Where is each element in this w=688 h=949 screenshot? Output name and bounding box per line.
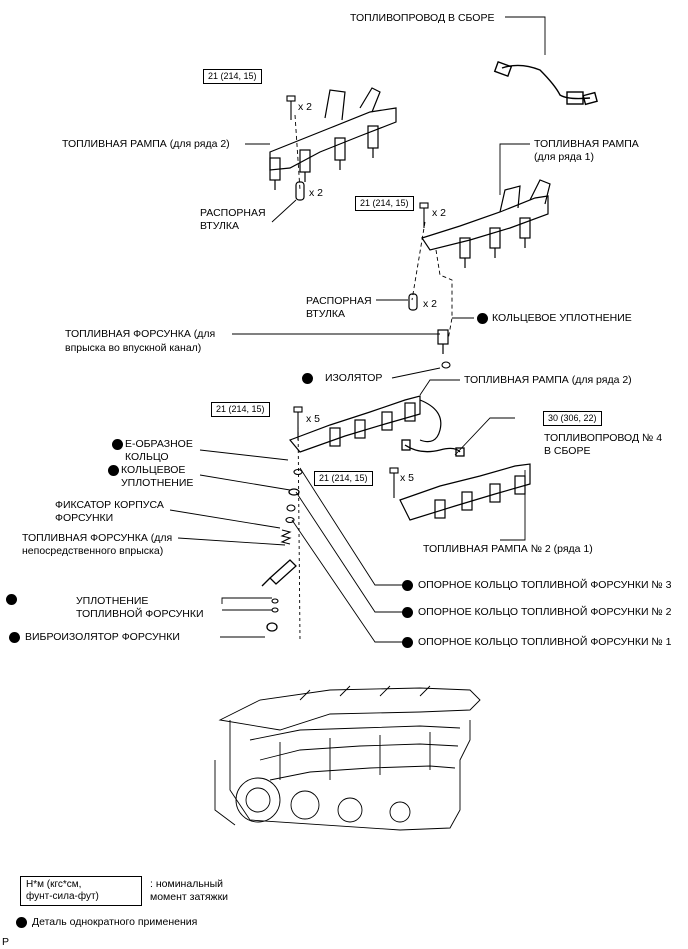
rail-bank2-mid-label: ТОПЛИВНАЯ РАМПА (для ряда 2) bbox=[464, 374, 632, 386]
leader-oring-mid bbox=[199, 474, 291, 491]
o-ring-mid-label-line2: УПЛОТНЕНИЕ bbox=[121, 477, 194, 489]
clamp-label-line2: ФОРСУНКИ bbox=[55, 512, 114, 524]
non-reusable-marker bbox=[402, 580, 413, 591]
legend-non-reusable-label: Деталь однократного применения bbox=[32, 916, 198, 928]
leader-backup2 bbox=[295, 491, 402, 613]
seal-label-line2: ТОПЛИВНОЙ ФОРСУНКИ bbox=[76, 608, 204, 620]
leader-fuel-pipe bbox=[505, 16, 546, 55]
leader-insulator bbox=[391, 367, 441, 379]
fuel-pipe-assy-label: ТОПЛИВОПРОВОД В СБОРЕ bbox=[350, 12, 495, 24]
non-reusable-marker bbox=[402, 607, 413, 618]
legend-non-reusable-marker bbox=[16, 917, 27, 928]
port-injector-label-line1: ТОПЛИВНАЯ ФОРСУНКА (для bbox=[65, 328, 216, 340]
legend-unit-box: Н*м (кгс*см, фунт-сила-фут) bbox=[20, 876, 142, 906]
non-reusable-marker bbox=[112, 439, 123, 450]
rail-bank1-top-label-line2: (для ряда 1) bbox=[534, 151, 594, 163]
leader-spacer1 bbox=[271, 199, 297, 223]
port-injector-label-line2: впрыска во впускной канал) bbox=[65, 342, 202, 354]
fuel-pipe-part bbox=[493, 61, 598, 106]
leader-backup3 bbox=[299, 467, 402, 586]
leader-backup1 bbox=[291, 519, 402, 643]
non-reusable-marker bbox=[108, 465, 119, 476]
fuel-pipe-4-label-line2: В СБОРЕ bbox=[544, 445, 591, 457]
leader-pipe4 bbox=[454, 417, 515, 456]
spacer2-label-line1: РАСПОРНАЯ bbox=[306, 295, 372, 307]
o-ring-mid-label-line1: КОЛЬЦЕВОЕ bbox=[121, 464, 186, 476]
rail-bank2-mid-part bbox=[288, 395, 442, 453]
leader-rail-no2 bbox=[500, 470, 526, 541]
quantity-4: x 2 bbox=[423, 298, 438, 310]
leader-clamp bbox=[169, 509, 281, 529]
backup-ring-2-label: ОПОРНОЕ КОЛЬЦО ТОПЛИВНОЙ ФОРСУНКИ № 2 bbox=[418, 606, 672, 618]
spacer1-label-line1: РАСПОРНАЯ bbox=[200, 207, 266, 219]
torque-spec-5: 30 (306, 22) bbox=[543, 411, 602, 426]
corner-letter: P bbox=[2, 936, 10, 948]
rail-no2-bank1-part bbox=[399, 463, 531, 521]
non-reusable-marker bbox=[6, 594, 17, 605]
torque-spec-1: 21 (214, 15) bbox=[203, 69, 262, 84]
rail-bank1-top-label-line1: ТОПЛИВНАЯ РАМПА bbox=[534, 138, 639, 150]
backup-ring-1-label: ОПОРНОЕ КОЛЬЦО ТОПЛИВНОЙ ФОРСУНКИ № 1 bbox=[418, 636, 672, 648]
leader-rail-b2-mid bbox=[419, 379, 460, 396]
leader-di-injector bbox=[177, 537, 286, 546]
backup-ring-3-label: ОПОРНОЕ КОЛЬЦО ТОПЛИВНОЙ ФОРСУНКИ № 3 bbox=[418, 579, 672, 591]
non-reusable-marker bbox=[477, 313, 488, 324]
quantity-6: x 5 bbox=[400, 472, 415, 484]
leader-rail-b1-top bbox=[499, 143, 530, 195]
legend-unit-desc-line1: : номинальный bbox=[150, 878, 224, 890]
torque-spec-3: 21 (214, 15) bbox=[211, 402, 270, 417]
non-reusable-marker bbox=[9, 632, 20, 643]
rail-bank1-top-part bbox=[421, 179, 551, 268]
di-injector-label-line2: непосредственного впрыска) bbox=[22, 545, 164, 557]
quantity-3: x 2 bbox=[432, 207, 447, 219]
rail-no2-bank1-label: ТОПЛИВНАЯ РАМПА № 2 (ряда 1) bbox=[423, 543, 593, 555]
e-ring-label-line1: Е-ОБРАЗНОЕ bbox=[125, 438, 193, 450]
bolt-part bbox=[286, 95, 296, 120]
e-ring-label-line2: КОЛЬЦО bbox=[125, 451, 169, 463]
rail-bank2-top-label: ТОПЛИВНАЯ РАМПА (для ряда 2) bbox=[62, 138, 230, 150]
vibro-insulator-label: ВИБРОИЗОЛЯТОР ФОРСУНКИ bbox=[25, 631, 180, 643]
spacer1-label-line2: ВТУЛКА bbox=[200, 220, 240, 232]
quantity-2: x 2 bbox=[309, 187, 324, 199]
quantity-1: x 2 bbox=[298, 101, 313, 113]
o-ring-top-label: КОЛЬЦЕВОЕ УПЛОТНЕНИЕ bbox=[492, 312, 632, 324]
engine-block-drawing bbox=[214, 685, 481, 831]
torque-spec-4: 21 (214, 15) bbox=[314, 471, 373, 486]
insulator-label: ИЗОЛЯТОР bbox=[325, 372, 383, 384]
di-injector-label-line1: ТОПЛИВНАЯ ФОРСУНКА (для bbox=[22, 532, 173, 544]
quantity-5: x 5 bbox=[306, 413, 321, 425]
clamp-label-line1: ФИКСАТОР КОРПУСА bbox=[55, 499, 164, 511]
seal-label-line1: УПЛОТНЕНИЕ bbox=[76, 595, 149, 607]
leader-seal-a bbox=[221, 597, 272, 604]
leader-e-ring bbox=[199, 449, 289, 461]
fuel-pipe-4-label-line1: ТОПЛИВОПРОВОД № 4 bbox=[544, 432, 663, 444]
port-injector-part bbox=[437, 329, 449, 354]
spacer2-label-line2: ВТУЛКА bbox=[306, 308, 346, 320]
torque-spec-2: 21 (214, 15) bbox=[355, 196, 414, 211]
rail-bank2-top-part bbox=[269, 87, 397, 190]
non-reusable-marker bbox=[402, 637, 413, 648]
legend-unit-desc-line2: момент затяжки bbox=[150, 891, 229, 903]
fuel-pipe-4-part bbox=[401, 439, 465, 457]
non-reusable-marker bbox=[302, 373, 313, 384]
di-injector-part bbox=[261, 559, 297, 587]
